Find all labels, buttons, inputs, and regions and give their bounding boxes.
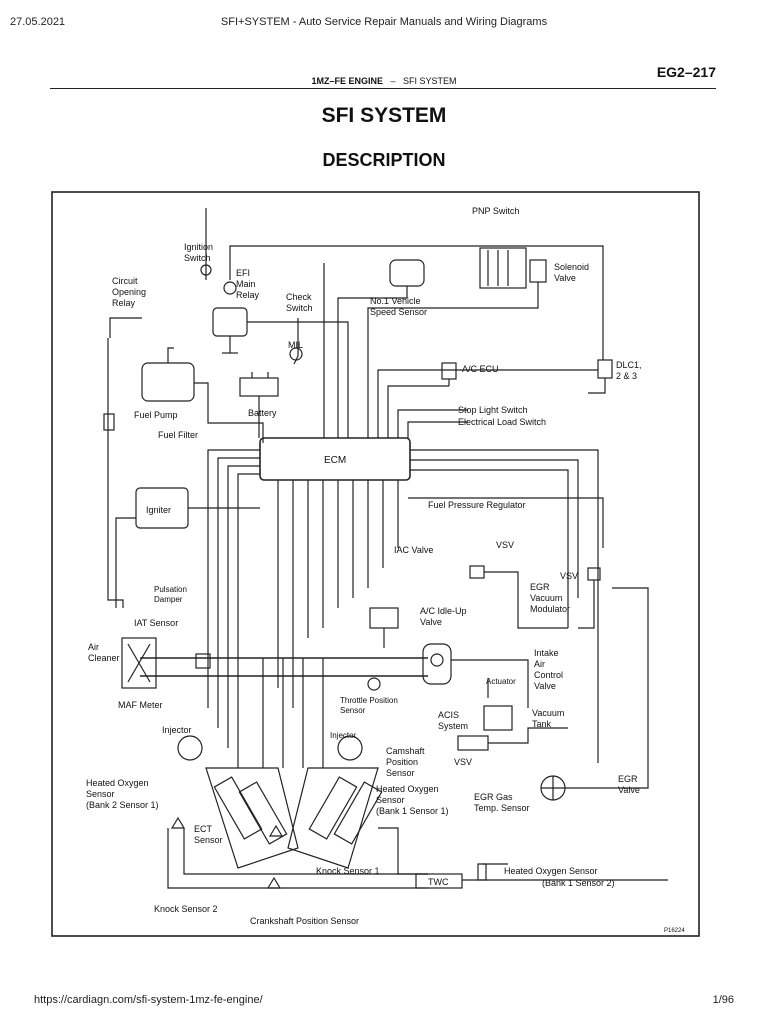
intake-control-label-3: Control [534,670,563,680]
ho2-b1s2-label-2: (Bank 1 Sensor 2) [542,878,615,888]
camshaft-sensor-label-1: Camshaft [386,746,425,756]
ho2-bank2-label-1: Heated Oxygen [86,778,149,788]
manual-page-number: EG2–217 [656,64,716,80]
actuator-label: Actuator [486,677,516,686]
egr-vacuum-modulator-label-2: Vacuum [530,593,562,603]
circuit-relay-label-1: Circuit [112,276,138,286]
camshaft-sensor-label-2: Position [386,757,418,767]
ac-ecu-label: A/C ECU [462,364,499,374]
figure-id: P16224 [664,928,685,934]
ho2-bank2-label-2: Sensor [86,789,115,799]
egr-vacuum-modulator-label-1: EGR [530,582,550,592]
solenoid-valve-label-2: Valve [554,273,576,283]
twc-label: TWC [428,877,449,887]
vacuum-tank-label-1: Vacuum [532,708,564,718]
igniter-label: Igniter [146,505,171,515]
air-cleaner-label-1: Air [88,642,99,652]
egr-valve-label-2: Valve [618,785,640,795]
efi-relay-label-3: Relay [236,290,260,300]
page-title: SFI SYSTEM [321,104,447,127]
maf-meter-label: MAF Meter [118,700,163,710]
vsv-label-3: VSV [454,757,472,767]
print-date: 27.05.2021 [10,16,66,28]
electrical-load-switch-label: Electrical Load Switch [458,417,546,427]
page-subtitle: DESCRIPTION [322,150,446,170]
egr-valve-label-1: EGR [618,774,638,784]
efi-relay-label-2: Main [236,279,256,289]
egr-vacuum-modulator-label-3: Modulator [530,604,570,614]
injector-right-label: Injector [330,731,357,740]
vsv-label-2: VSV [560,571,578,581]
pnp-switch-label: PNP Switch [472,206,519,216]
acis-label-1: ACIS [438,710,459,720]
ac-idle-up-label-1: A/C Idle-Up [420,606,467,616]
fuel-pump-label: Fuel Pump [134,410,178,420]
check-switch-label-1: Check [286,292,312,302]
sfi-system-diagram: PNP Switch Ignition Switch EFI Main Rela… [51,191,700,937]
camshaft-sensor-label-3: Sensor [386,768,415,778]
iac-valve-label: IAC Valve [394,545,433,555]
dlc-label-1: DLC1, [616,360,642,370]
ho2-bank1-label-1: Heated Oxygen [376,784,439,794]
mil-label: MIL [288,340,303,350]
crankshaft-sensor-label: Crankshaft Position Sensor [250,916,359,926]
solenoid-valve-label-1: Solenoid [554,262,589,272]
vacuum-tank-label-2: Tank [532,719,552,729]
ect-sensor-label-1: ECT [194,824,213,834]
section-separator: – [390,76,396,86]
knock-sensor-2-label: Knock Sensor 2 [154,904,218,914]
intake-control-label-1: Intake [534,648,559,658]
egr-gas-sensor-label-2: Temp. Sensor [474,803,530,813]
throttle-sensor-label-2: Sensor [340,706,366,715]
iat-sensor-label: IAT Sensor [134,618,178,628]
speed-sensor-label-1: No.1 Vehicle [370,296,421,306]
circuit-relay-label-2: Opening [112,287,146,297]
print-page-title: SFI+SYSTEM - Auto Service Repair Manuals… [220,16,548,28]
throttle-sensor-label-1: Throttle Position [340,696,398,705]
ho2-b1s2-label-1: Heated Oxygen Sensor [504,866,598,876]
section-rule [50,88,716,89]
circuit-relay-label-3: Relay [112,298,136,308]
print-page-count: 1/96 [712,994,734,1006]
ecm-label: ECM [324,455,346,466]
egr-gas-sensor-label-1: EGR Gas [474,792,513,802]
dlc-label-2: 2 & 3 [616,371,637,381]
battery-label: Battery [248,408,277,418]
fuel-pressure-regulator-label: Fuel Pressure Regulator [428,500,526,510]
injector-left-label: Injector [162,725,192,735]
print-url: https://cardiagn.com/sfi-system-1mz-fe-e… [34,994,263,1006]
knock-sensor-1-label: Knock Sensor 1 [316,866,380,876]
pulsation-damper-label-2: Damper [154,595,183,604]
ho2-bank2-label-3: (Bank 2 Sensor 1) [86,800,159,810]
vsv-label-1: VSV [496,540,514,550]
intake-control-label-2: Air [534,659,545,669]
ignition-switch-label-2: Switch [184,253,211,263]
speed-sensor-label-2: Speed Sensor [370,307,427,317]
intake-control-label-4: Valve [534,681,556,691]
section-system: SFI SYSTEM [403,76,457,86]
fuel-filter-label: Fuel Filter [158,430,198,440]
air-cleaner-label-2: Cleaner [88,653,120,663]
stop-light-switch-label: Stop Light Switch [458,405,528,415]
section-heading: 1MZ–FE ENGINE – SFI SYSTEM [0,76,768,86]
efi-relay-label-1: EFI [236,268,250,278]
ho2-bank1-label-2: Sensor [376,795,405,805]
ac-idle-up-label-2: Valve [420,617,442,627]
check-switch-label-2: Switch [286,303,313,313]
pulsation-damper-label-1: Pulsation [154,585,187,594]
acis-label-2: System [438,721,468,731]
ect-sensor-label-2: Sensor [194,835,223,845]
ho2-bank1-label-3: (Bank 1 Sensor 1) [376,806,449,816]
section-engine: 1MZ–FE ENGINE [311,76,383,86]
ignition-switch-label: Ignition [184,242,213,252]
